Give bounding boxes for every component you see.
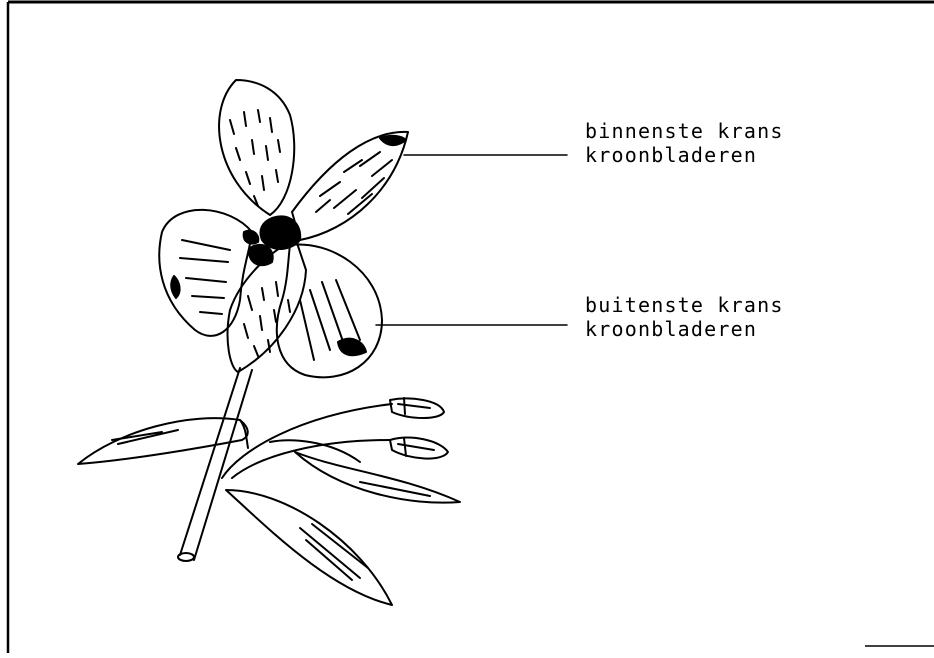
petal-top [219, 80, 294, 215]
flower-buds [390, 398, 448, 459]
label-outer-line-2: kroonbladeren [585, 317, 784, 341]
stem [178, 368, 252, 561]
label-inner-line-1: binnenste krans [585, 119, 784, 143]
leaf-lower-right [226, 490, 392, 605]
leaf-middle-right [295, 452, 460, 503]
petal-left-outer [159, 210, 252, 336]
label-inner-line-2: kroonbladeren [585, 143, 784, 167]
petal-upper-right-inner [292, 132, 408, 240]
label-outer-line-1: buitenste krans [585, 293, 784, 317]
petal-right-outer [277, 244, 382, 377]
flower-center [244, 216, 301, 265]
leader-lines [376, 155, 567, 325]
